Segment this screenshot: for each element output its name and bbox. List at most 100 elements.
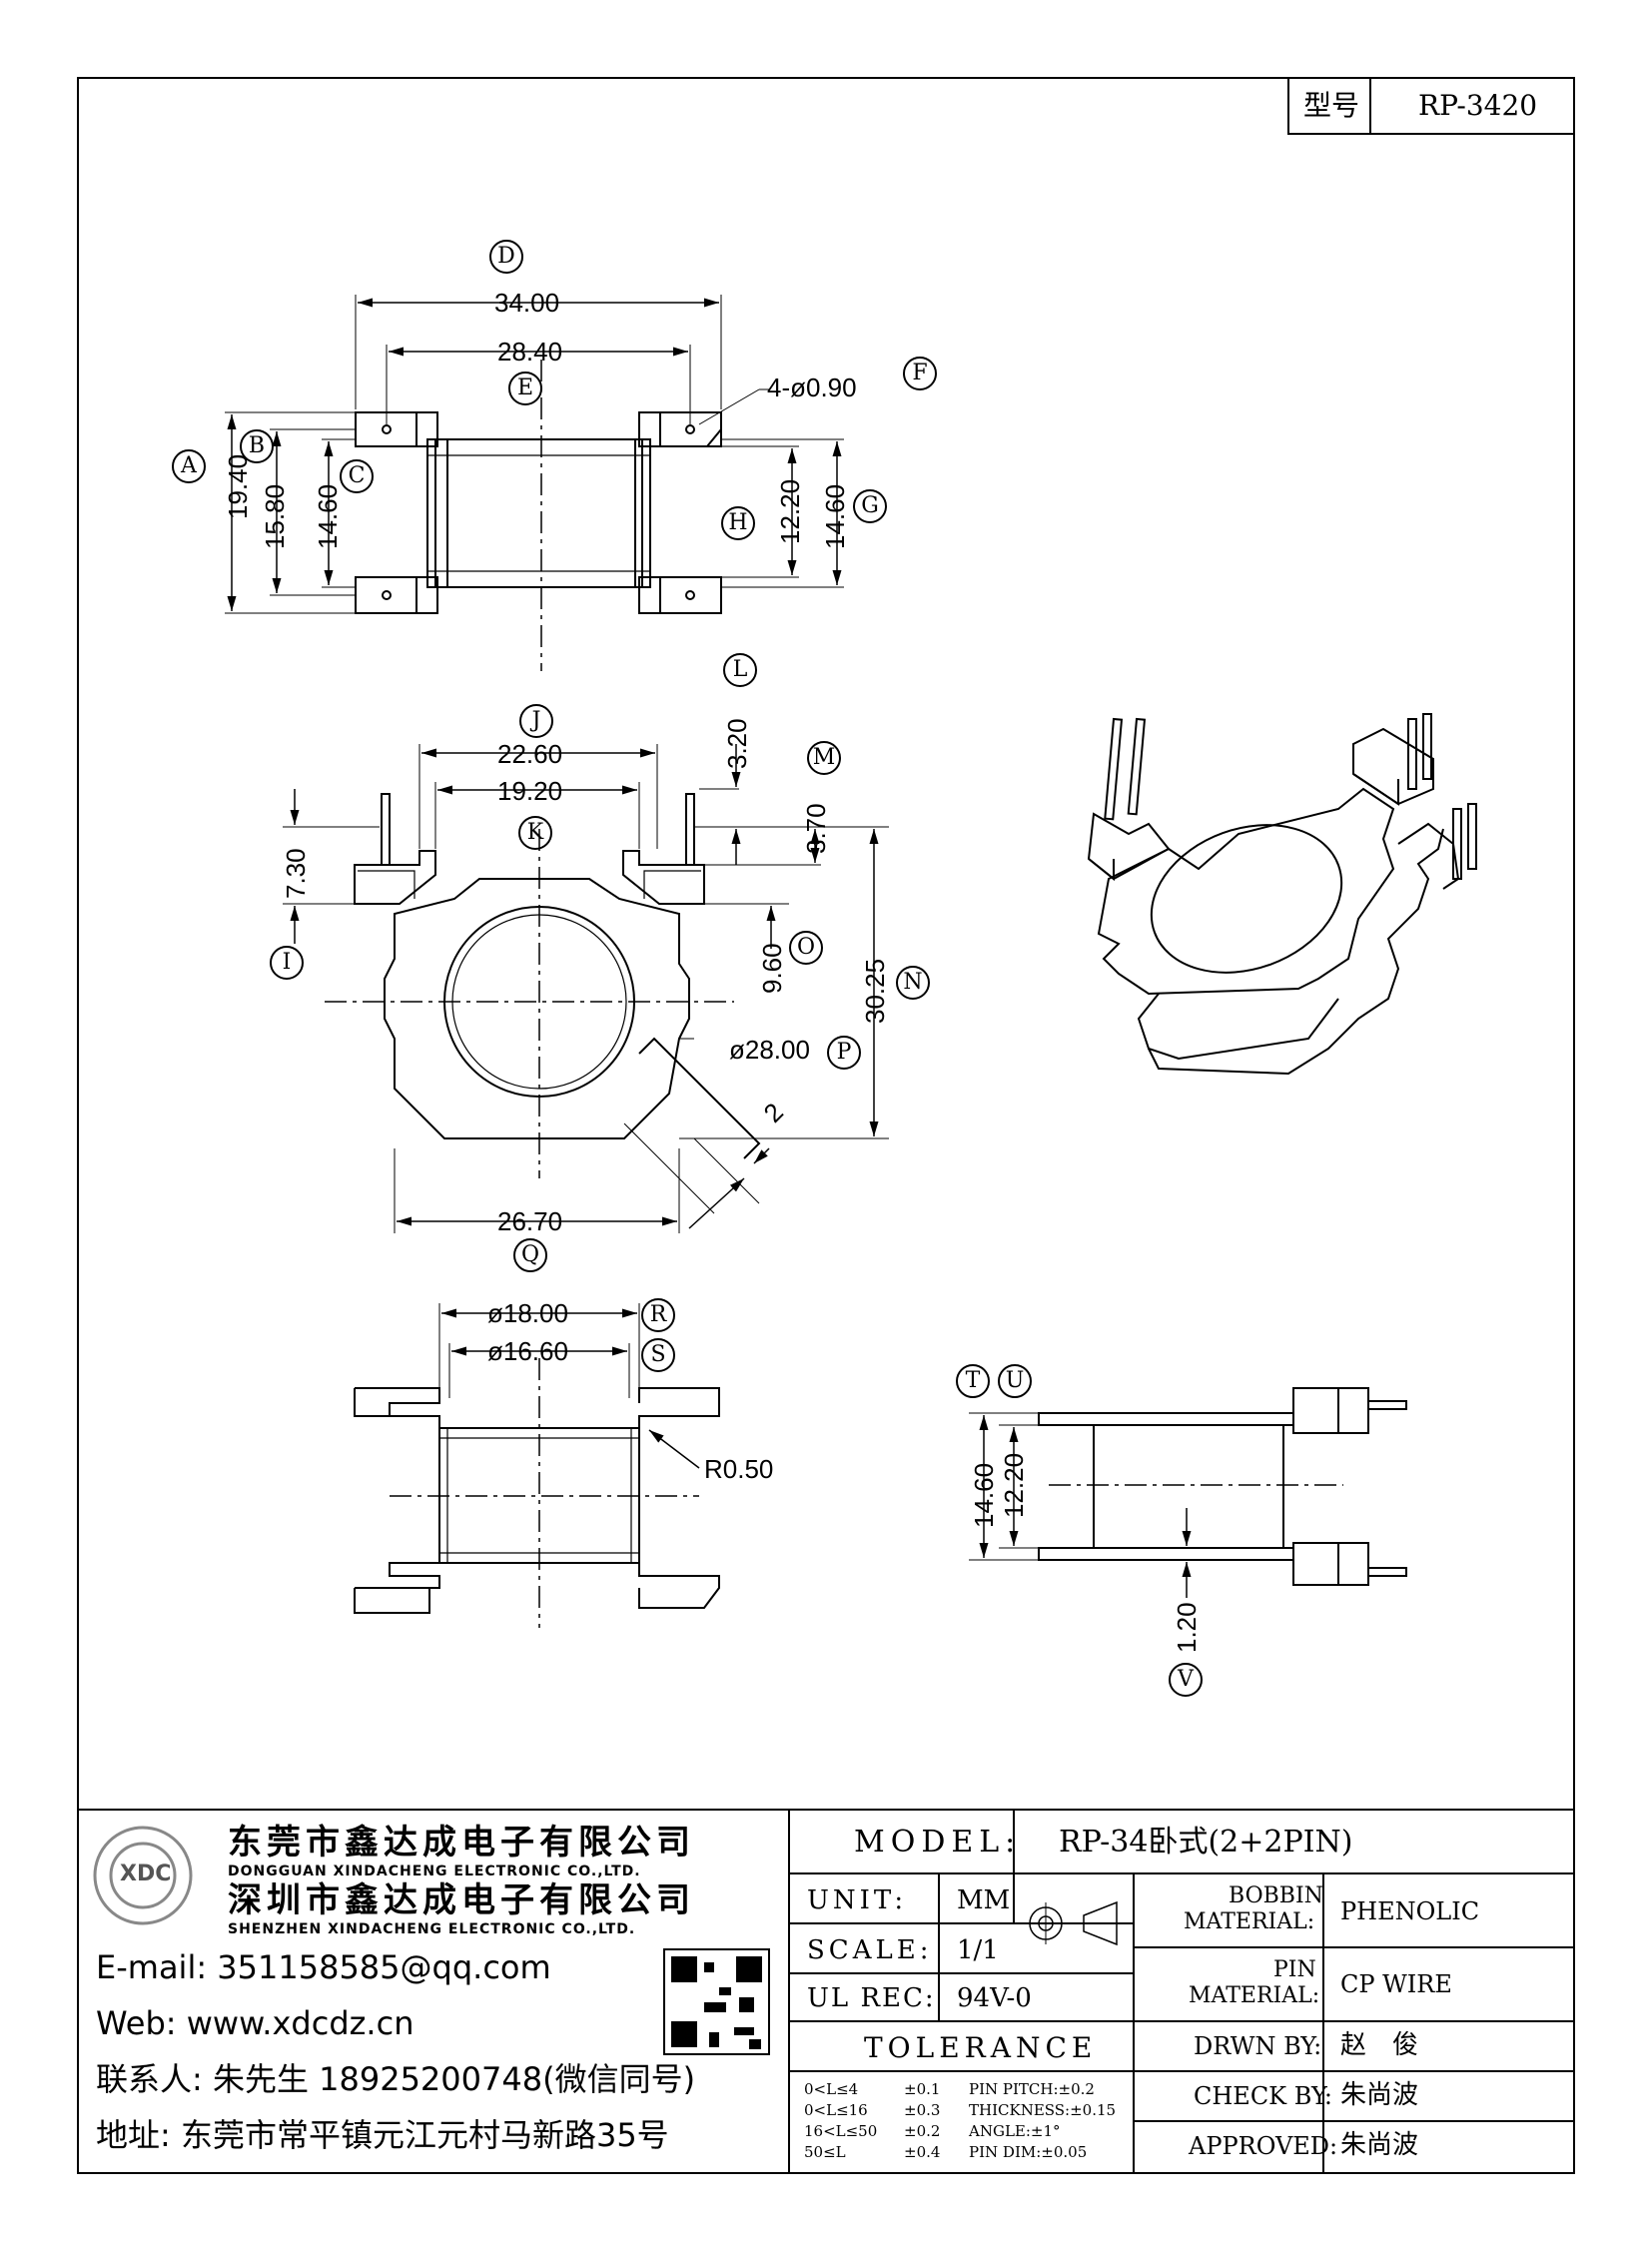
company-web: Web: www.xdcdz.cn: [96, 2004, 414, 2042]
dim-16-60: ø16.60: [487, 1336, 568, 1366]
callout-r: R: [641, 1298, 675, 1332]
header-box: [1287, 77, 1575, 135]
drawn-value: 赵 俊: [1340, 2030, 1419, 2060]
unit-value: MM: [957, 1885, 1011, 1915]
dim-28-40: 28.40: [497, 337, 563, 367]
dim-19-20: 19.20: [497, 776, 563, 806]
company-en-2: SHENZHEN XINDACHENG ELECTRONIC CO.,LTD.: [228, 1921, 636, 1937]
dim-1-20: 1.20: [1172, 1602, 1202, 1653]
isometric-view: [1087, 713, 1477, 1076]
tolerance-range: 0<L≤16: [804, 2101, 868, 2119]
callout-b: B: [240, 429, 274, 463]
approved-value: 朱尚波: [1340, 2130, 1419, 2160]
callout-t: T: [956, 1364, 990, 1398]
type-value: RP-3420: [1418, 89, 1538, 122]
outer-frame: [77, 77, 1575, 2174]
tolerance-range: 0<L≤4: [804, 2080, 859, 2098]
tolerance-spec: THICKNESS:±0.15: [969, 2101, 1117, 2119]
callout-u: U: [998, 1364, 1032, 1398]
callout-g: G: [853, 489, 887, 523]
company-email: E-mail: 351158585@qq.com: [96, 1948, 551, 1986]
unit-label: UNIT:: [807, 1885, 908, 1915]
dim-19-40: 19.40: [223, 453, 253, 519]
title-block-lines: [78, 1809, 1574, 2173]
tolerance-spec: ANGLE:±1°: [969, 2122, 1061, 2140]
scale-label: SCALE:: [807, 1935, 933, 1965]
dim-28-00: ø28.00: [729, 1035, 810, 1065]
tolerance-range: 16<L≤50: [804, 2122, 878, 2140]
callout-a: A: [172, 449, 206, 483]
callout-e: E: [508, 372, 542, 405]
company-cn-1: 东莞市鑫达成电子有限公司: [228, 1823, 695, 1863]
tolerance-label: TOLERANCE: [864, 2031, 1098, 2064]
callout-i: I: [270, 946, 304, 980]
dim-34: 34.00: [494, 288, 560, 318]
company-address: 地址: 东莞市常平镇元江元村马新路35号: [96, 2116, 669, 2154]
callout-o: O: [789, 931, 823, 965]
callout-h: H: [721, 506, 755, 540]
bobbin-value: PHENOLIC: [1340, 1897, 1480, 1925]
ul-value: 94V-0: [957, 1983, 1032, 2013]
tolerance-spec: PIN PITCH:±0.2: [969, 2080, 1095, 2098]
dim-7-30: 7.30: [281, 848, 311, 899]
tolerance-tol: ±0.2: [904, 2122, 941, 2140]
check-label: CHECK BY:: [1194, 2082, 1332, 2110]
pin-label-2: MATERIAL:: [1189, 1983, 1320, 2008]
company-contact: 联系人: 朱先生 18925200748(微信同号): [96, 2060, 696, 2098]
type-label: 型号: [1303, 89, 1360, 122]
model-value: RP-34卧式(2+2PIN): [1059, 1825, 1353, 1860]
dim-18-00: ø18.00: [487, 1298, 568, 1328]
side-view: [969, 1387, 1407, 1598]
callout-s: S: [641, 1338, 675, 1372]
dim-14-60-right: 14.60: [820, 483, 850, 549]
pin-value: CP WIRE: [1340, 1970, 1452, 1998]
tolerance-tol: ±0.3: [904, 2101, 941, 2119]
dim-14-60-left: 14.60: [313, 483, 343, 549]
front-view: [283, 744, 889, 1233]
dim-14-60-side: 14.60: [969, 1462, 999, 1528]
dim-3-70: 3.70: [801, 803, 831, 854]
tolerance-tol: ±0.4: [904, 2143, 941, 2161]
dim-12-20-top: 12.20: [775, 478, 805, 544]
model-label: MODEL:: [854, 1825, 1022, 1860]
company-cn-2: 深圳市鑫达成电子有限公司: [228, 1880, 695, 1920]
qr-code: [663, 1948, 770, 2055]
tolerance-tol: ±0.1: [904, 2080, 941, 2098]
callout-p: P: [827, 1036, 861, 1070]
callout-m: M: [807, 741, 841, 775]
callout-f: F: [903, 357, 937, 390]
bobbin-label-1: BOBBIN: [1229, 1883, 1323, 1908]
dim-r-0-50: R0.50: [704, 1454, 774, 1484]
callout-n: N: [896, 966, 930, 1000]
dim-22-60: 22.60: [497, 739, 563, 769]
check-value: 朱尚波: [1340, 2080, 1419, 2110]
dim-9-60: 9.60: [757, 943, 787, 994]
callout-l: L: [723, 653, 757, 687]
scale-value: 1/1: [957, 1935, 999, 1965]
callout-c: C: [340, 459, 374, 493]
pin-label-1: PIN: [1273, 1957, 1316, 1982]
top-view: [225, 295, 844, 671]
bobbin-label-2: MATERIAL:: [1184, 1909, 1315, 1934]
company-en-1: DONGGUAN XINDACHENG ELECTRONIC CO.,LTD.: [228, 1864, 641, 1879]
ul-label: UL REC:: [807, 1983, 936, 2013]
callout-j: J: [519, 704, 553, 738]
company-logo: [93, 1826, 193, 1925]
dim-12-20-side: 12.20: [999, 1452, 1029, 1518]
dim-pin-hole: 4-ø0.90: [767, 373, 857, 402]
tolerance-spec: PIN DIM:±0.05: [969, 2143, 1088, 2161]
dim-26-70: 26.70: [497, 1206, 563, 1236]
callout-d: D: [489, 240, 523, 274]
logo-text: XDC: [120, 1862, 172, 1886]
dim-3-20: 3.20: [722, 718, 752, 769]
callout-q: Q: [513, 1238, 547, 1272]
tolerance-range: 50≤L: [804, 2143, 846, 2161]
callout-k: K: [518, 816, 552, 850]
dim-30-25: 30.25: [860, 958, 890, 1024]
drawn-label: DRWN BY:: [1194, 2032, 1322, 2060]
callout-v: V: [1169, 1663, 1203, 1697]
approved-label: APPROVED:: [1189, 2132, 1338, 2160]
dim-15-80: 15.80: [260, 483, 290, 549]
